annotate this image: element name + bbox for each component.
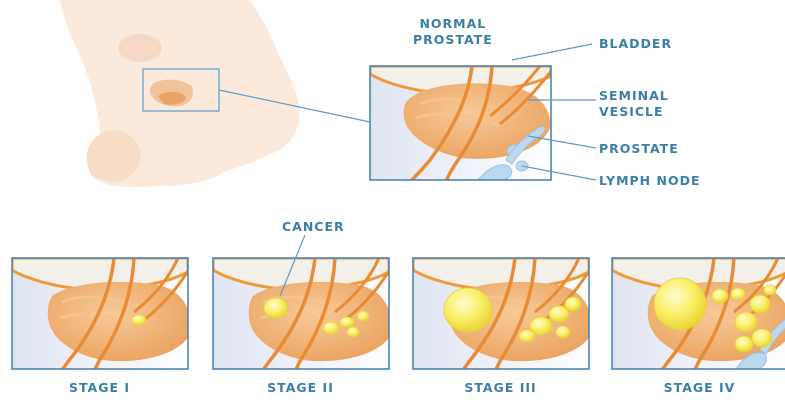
cancer-tumor-5 — [347, 327, 359, 337]
label-prostate: PROSTATE — [599, 141, 679, 157]
stage-label-3: STAGE III — [413, 380, 588, 396]
stage-label-1: STAGE I — [12, 380, 187, 396]
cancer-tumor-1 — [264, 298, 288, 318]
cancer-tumor-3 — [731, 288, 745, 300]
label-seminal-line2: VESICLE — [599, 104, 669, 120]
cancer-tumor-6 — [556, 326, 570, 338]
label-lymph-node: LYMPH NODE — [599, 173, 701, 189]
label-seminal-line1: SEMINAL — [599, 88, 669, 104]
cancer-tumors — [132, 315, 146, 325]
cancer-tumor-3 — [549, 306, 569, 322]
cancer-tumor-4 — [750, 295, 770, 313]
label-normal-line2: PROSTATE — [413, 32, 493, 48]
stage-panel-4 — [612, 258, 785, 376]
label-normal-prostate: NORMAL PROSTATE — [413, 16, 493, 48]
hip-bone — [118, 34, 162, 62]
stage-panel-2 — [213, 258, 393, 376]
cancer-tumor-7 — [735, 336, 753, 352]
cancer-tumor-1 — [132, 315, 146, 325]
cancer-tumor-5 — [519, 330, 535, 342]
cancer-tumor-1 — [654, 278, 706, 330]
label-seminal-vesicle: SEMINAL VESICLE — [599, 88, 669, 120]
label-cancer: CANCER — [282, 219, 345, 235]
cancer-tumor-2 — [712, 289, 728, 303]
label-bladder: BLADDER — [599, 36, 672, 52]
stage-panel-1 — [12, 258, 192, 376]
cancer-tumor-8 — [764, 285, 776, 295]
cancer-tumor-1 — [444, 288, 492, 332]
cancer-tumor-5 — [735, 312, 757, 332]
stage-panel-3 — [413, 258, 593, 376]
stage-panels — [12, 258, 785, 376]
normal-prostate-detail — [370, 66, 552, 186]
cancer-tumor-2 — [323, 322, 339, 334]
body-silhouette — [60, 0, 370, 187]
stage-label-4: STAGE IV — [612, 380, 785, 396]
cancer-tumor-4 — [565, 297, 581, 311]
cancer-tumor-4 — [357, 311, 369, 321]
label-normal-line1: NORMAL — [413, 16, 493, 32]
stage-label-2: STAGE II — [213, 380, 388, 396]
cancer-tumor-3 — [340, 317, 354, 327]
cancer-tumor-6 — [752, 329, 772, 347]
